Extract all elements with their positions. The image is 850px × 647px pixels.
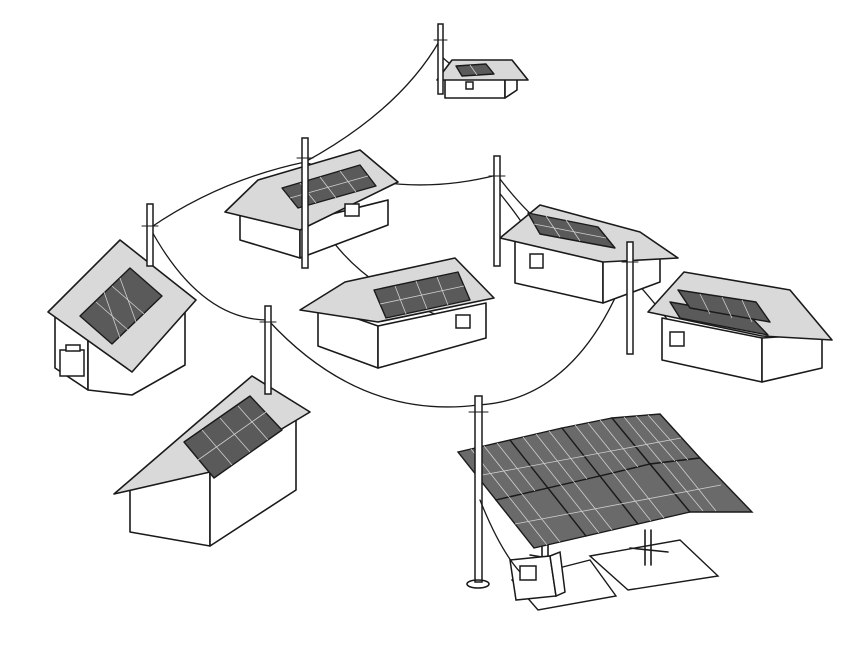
house-top [437, 60, 528, 98]
utility-pole-left [142, 204, 158, 266]
meter-box [456, 315, 470, 328]
battery-bank [60, 350, 84, 376]
wire-top-to-upper-center [305, 40, 440, 162]
meter-box [345, 204, 359, 216]
house-lower-left [114, 376, 310, 546]
roof-solar-panel [456, 64, 494, 76]
house-center [300, 258, 494, 368]
utility-pole-main [467, 396, 489, 588]
meter-box [466, 82, 473, 89]
house-far-right [648, 272, 832, 382]
house-left-shed [48, 240, 196, 395]
house-right-center [500, 205, 678, 303]
utility-pole-right [489, 156, 505, 266]
inverter-unit [520, 566, 536, 580]
central-solar-array [458, 414, 752, 610]
meter-box [670, 332, 684, 346]
meter-box [530, 254, 543, 268]
house-upper-center [225, 150, 398, 258]
